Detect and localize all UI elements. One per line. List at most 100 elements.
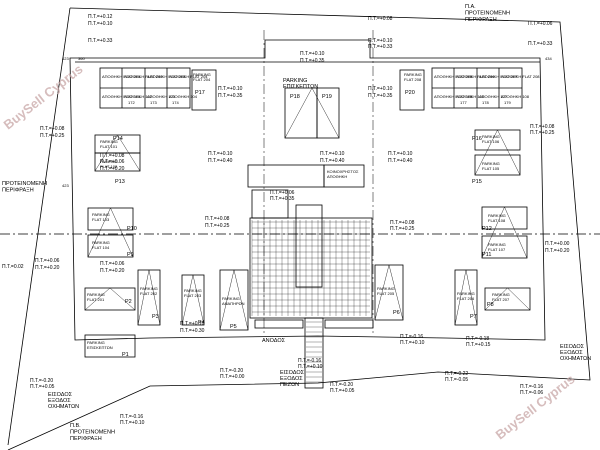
level-label: Π.Τ.=+0.10 bbox=[400, 340, 425, 346]
parking-space-label: PARKING bbox=[482, 161, 500, 166]
bay-p1 bbox=[84, 334, 136, 358]
parking-space-label: PARKING bbox=[92, 212, 110, 217]
level-label: Π.Τ.=+0.06 bbox=[270, 190, 295, 196]
central-courtyard bbox=[249, 217, 373, 319]
storage-room-label: ΑΠΟΘΗΚΗ 108 bbox=[501, 94, 530, 99]
level-label: Π.Τ.=+0.35 bbox=[368, 93, 393, 99]
parking-space-id: P17 bbox=[195, 90, 205, 96]
bay-p4 bbox=[181, 274, 205, 326]
parking-space-label: FLAT 205 bbox=[377, 291, 395, 296]
level-label: Π.Τ.=+0.33 bbox=[528, 41, 553, 47]
level-label: Π.Τ.=+0.15 bbox=[466, 342, 491, 348]
level-label: Π.Τ.=+0.33 bbox=[368, 44, 393, 50]
storage-room-label: ΑΠΟΘΗΚΗ 107 bbox=[479, 94, 508, 99]
storage-room-label: ΑΠΟΘΗΚΗ FLAT 105 bbox=[434, 94, 473, 99]
bay-p13 bbox=[94, 152, 141, 172]
level-label: Π.Τ.=+0.35 bbox=[300, 58, 325, 64]
parking-space-label: PARKING bbox=[488, 242, 506, 247]
parking-space-label: PARKING bbox=[87, 292, 105, 297]
level-label: Π.Τ.=+0.40 bbox=[208, 158, 233, 164]
building-outline bbox=[69, 39, 546, 341]
level-label: Π.Τ.=-0.16 bbox=[400, 334, 423, 340]
street-label: ΠΕΡΙΦΡΑΞΗ bbox=[465, 17, 497, 23]
parking-space-id: P14 bbox=[113, 136, 123, 142]
parking-space-id: P1 bbox=[122, 352, 129, 358]
level-label: Π.Τ.=-0.20 bbox=[330, 382, 353, 388]
bay-p19 bbox=[316, 87, 340, 139]
level-label: Π.Τ.=+0.20 bbox=[35, 265, 60, 271]
vehicle-entrance-label: ΕΙΣΟΔΟΣ bbox=[48, 392, 73, 398]
parking-space-label: FLAT 201 bbox=[87, 297, 105, 302]
street-label: ΠΕΡΙΦΡΑΞΗ bbox=[70, 436, 102, 442]
parking-space-label: ΑΝΑΠΗΡΩΝ bbox=[222, 301, 245, 306]
site-boundary bbox=[7, 7, 591, 450]
storage-room-label: ΑΠΟΘΗΚΗ 104 bbox=[169, 94, 198, 99]
level-label: Π.Τ.=+0.20 bbox=[100, 166, 125, 172]
parking-space-id: P2 bbox=[125, 299, 132, 305]
parking-space-label: FLAT 203 bbox=[184, 293, 202, 298]
parking-space-label: PARKING bbox=[222, 296, 240, 301]
level-label: Π.Τ.=+0.25 bbox=[530, 130, 555, 136]
central-storage-label: ΑΠΟΘΗΚΗ bbox=[327, 174, 347, 179]
level-label: Π.Τ.=+0.35 bbox=[270, 196, 295, 202]
storage-room-label: ΑΠΟΘΗΚΗ FLAT 203 bbox=[147, 74, 186, 79]
pedestrian-walkway bbox=[304, 317, 324, 389]
storage-number: 174 bbox=[172, 100, 179, 105]
level-label: Π.Τ.=+0.25 bbox=[205, 223, 230, 229]
parking-space-label: PARKING bbox=[193, 72, 211, 77]
pedestrian-entrance-label: ΕΙΣΟΔΟΣ bbox=[280, 370, 305, 376]
street-label: ΠΡΟΤΕΙΝΟΜΕΝΗ bbox=[2, 181, 47, 187]
level-label: Π.Τ.=-0.18 bbox=[466, 336, 489, 342]
parking-space-label: PARKING bbox=[100, 159, 118, 164]
street-label: Π.Α. bbox=[465, 4, 476, 10]
level-label: Π.Τ.=+0.10 bbox=[208, 151, 233, 157]
dimension-label: 360 bbox=[78, 56, 85, 61]
level-label: Π.Τ.=+0.05 bbox=[30, 384, 55, 390]
parking-space-label: PARKING bbox=[488, 213, 506, 218]
level-label: Π.Τ.=+0.06 bbox=[100, 261, 125, 267]
street-label: ΠΡΟΤΕΙΝΟΜΕΝΗ bbox=[465, 11, 510, 17]
level-label: Π.Τ.=+0.10 bbox=[180, 321, 205, 327]
storage-number: 179 bbox=[504, 100, 511, 105]
bay-p17 bbox=[191, 69, 217, 111]
level-label: Π.Τ.=+0.06 bbox=[100, 159, 125, 165]
parking-space-id: P11 bbox=[482, 252, 491, 258]
storage-room-label: ΑΠΟΘΗΚΗ FLAT 202 bbox=[124, 74, 163, 79]
parking-space-label: FLAT 207 bbox=[492, 297, 510, 302]
parking-space-label: PARKING bbox=[482, 134, 500, 139]
parking-space-label: FLAT 108 bbox=[488, 218, 506, 223]
storage-room-label: ΑΠΟΘΗΚΗ FLAT 201 bbox=[102, 74, 141, 79]
level-label: Π.Τ.=+0.10 bbox=[368, 86, 393, 92]
level-label: Π.Τ.=+0.08 bbox=[40, 126, 65, 132]
parking-space-label: FLAT 107 bbox=[488, 247, 506, 252]
parking-space-label: PARKING bbox=[87, 340, 105, 345]
dimension-label: 423 bbox=[62, 56, 69, 61]
parking-space-id: P6 bbox=[393, 310, 400, 316]
vehicle-entrance-label: ΕΞΟΔΟΣ bbox=[560, 350, 583, 356]
level-label: Π.Τ.=+0.10 bbox=[218, 86, 243, 92]
bay-p9 bbox=[87, 234, 134, 258]
level-label: Π.Τ.=+0.08 bbox=[368, 16, 393, 22]
level-label: Π.Τ.=+0.10 bbox=[320, 151, 345, 157]
parking-space-label: FLAT 206 bbox=[457, 296, 475, 301]
level-label: Π.Τ.=+0.10 bbox=[120, 420, 145, 426]
storage-room-label: ΑΠΟΘΗΚΗ FLAT 101 bbox=[102, 94, 141, 99]
pedestrian-entrance-label: ΠΕΖΩΝ bbox=[280, 382, 299, 388]
level-label: Π.Τ.=-0.22 bbox=[445, 371, 468, 377]
vehicle-entrance-label: ΕΞΟΔΟΣ bbox=[48, 398, 71, 404]
level-label: Π.Τ.=+0.08 bbox=[205, 216, 230, 222]
bay-p11 bbox=[481, 235, 528, 259]
parking-space-id: P15 bbox=[472, 179, 482, 185]
entry-strip-right bbox=[324, 319, 374, 329]
parking-space-id: P12 bbox=[482, 226, 492, 232]
level-label: Π.Τ.=+0.40 bbox=[388, 158, 413, 164]
storage-room-label: ΑΠΟΘΗΚΗ 106 bbox=[456, 94, 485, 99]
dimension-label: 434 bbox=[545, 56, 552, 61]
parking-space-label: FLAT 202 bbox=[140, 291, 158, 296]
parking-space-label: PARKING bbox=[100, 139, 118, 144]
parking-space-label: PARKING bbox=[92, 240, 110, 245]
level-label: Π.Τ.=0.02 bbox=[2, 264, 24, 270]
street-label: ΠΡΟΤΕΙΝΟΜΕΝΗ bbox=[70, 430, 115, 436]
parking-space-id: P7 bbox=[470, 314, 477, 320]
